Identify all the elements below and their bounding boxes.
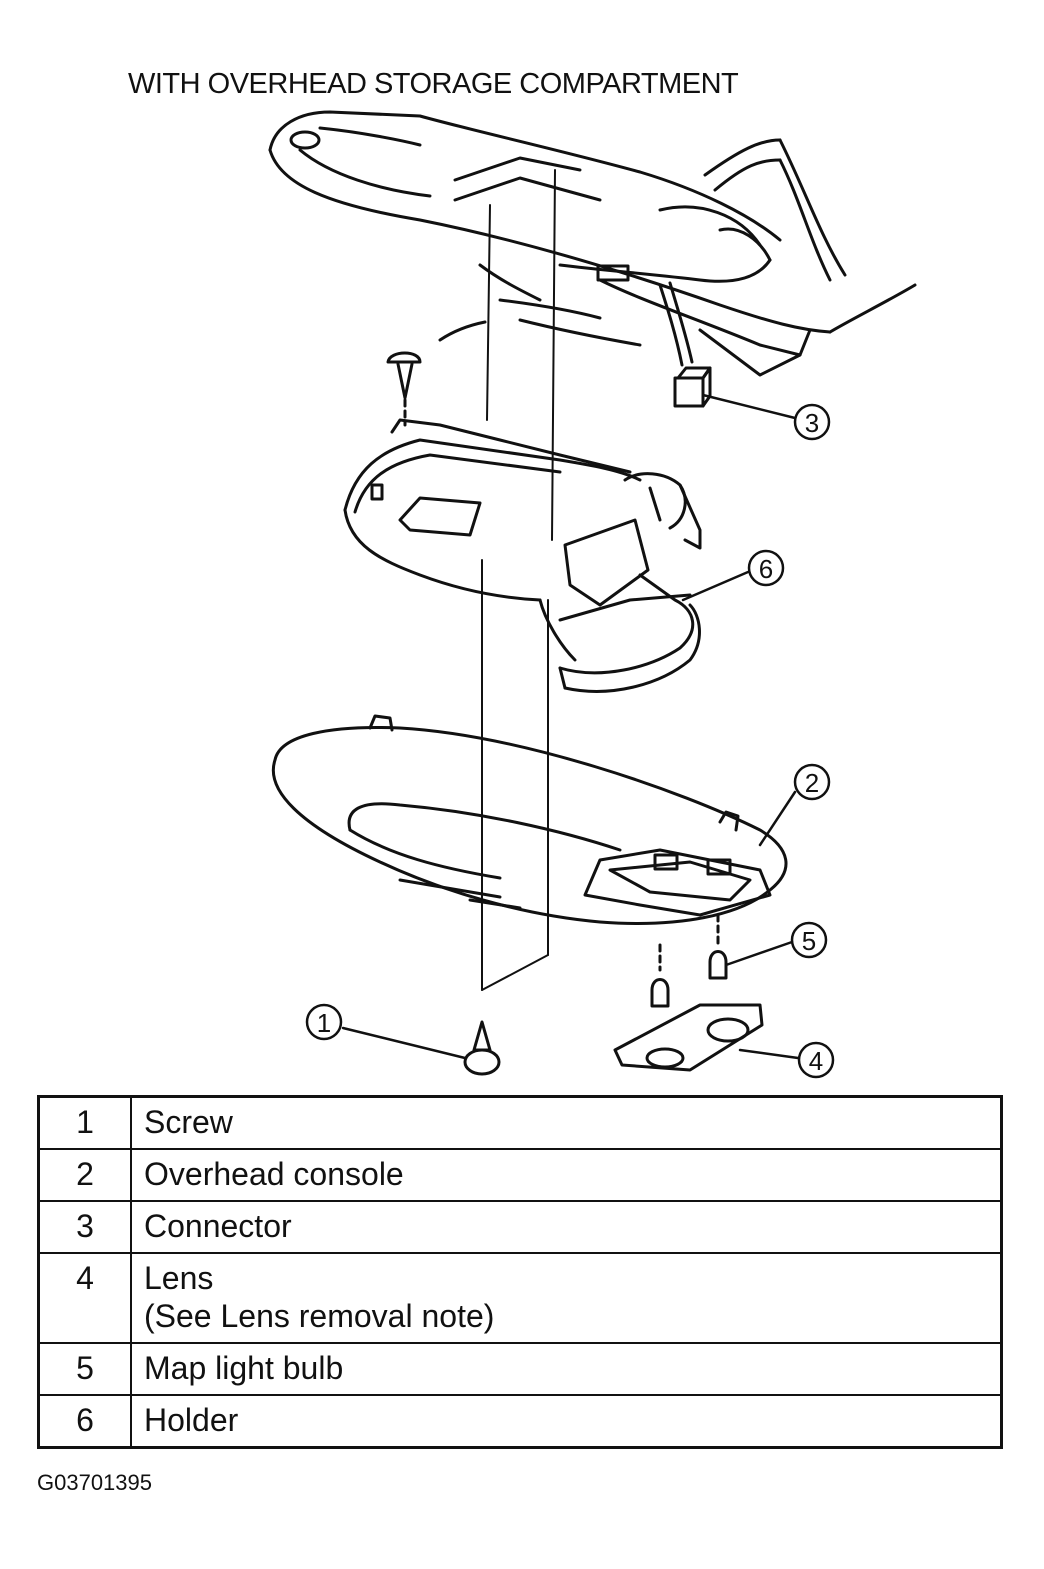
legend-description: Connector bbox=[130, 1200, 1003, 1254]
legend-number: 5 bbox=[37, 1342, 132, 1396]
legend-row: 1 Screw bbox=[37, 1095, 1003, 1150]
connector-part bbox=[673, 366, 712, 408]
storage-compartment-frame bbox=[343, 418, 702, 662]
legend-description: Screw bbox=[130, 1095, 1003, 1150]
callout-1: 1 bbox=[317, 1008, 331, 1038]
legend-description: Holder bbox=[130, 1394, 1003, 1449]
lens-part bbox=[613, 1003, 764, 1072]
callout-5: 5 bbox=[802, 926, 816, 956]
alignment-lines bbox=[481, 169, 556, 991]
legend-number: 1 bbox=[37, 1095, 132, 1150]
legend-number: 2 bbox=[37, 1148, 132, 1202]
legend-number: 6 bbox=[37, 1394, 132, 1449]
legend-number: 3 bbox=[37, 1200, 132, 1254]
legend-description: Lens (See Lens removal note) bbox=[130, 1252, 1003, 1344]
roof-headliner bbox=[268, 110, 917, 377]
exploded-view-drawing: 3 6 2 5 4 1 bbox=[268, 110, 917, 1079]
legend-row: 4 Lens (See Lens removal note) bbox=[37, 1252, 1003, 1344]
map-light-bulb-left bbox=[650, 943, 670, 1008]
callout-2: 2 bbox=[805, 768, 819, 798]
callout-6: 6 bbox=[759, 554, 773, 584]
legend-row: 6 Holder bbox=[37, 1394, 1003, 1449]
legend-description: Overhead console bbox=[130, 1148, 1003, 1202]
holder-part bbox=[558, 573, 701, 693]
overhead-console-part bbox=[271, 714, 788, 925]
callout-3: 3 bbox=[805, 408, 819, 438]
wiring-harness bbox=[658, 281, 694, 367]
callout-circles bbox=[305, 403, 835, 1079]
legend-description: Map light bulb bbox=[130, 1342, 1003, 1396]
map-light-bulb-right bbox=[708, 913, 728, 980]
legend-row: 5 Map light bulb bbox=[37, 1342, 1003, 1396]
callout-4: 4 bbox=[809, 1046, 823, 1076]
legend-table: 1 Screw 2 Overhead console 3 Connector 4… bbox=[37, 1095, 1003, 1449]
legend-row: 3 Connector bbox=[37, 1200, 1003, 1254]
diagram-heading: WITH OVERHEAD STORAGE COMPARTMENT bbox=[128, 68, 739, 100]
figure-code: G03701395 bbox=[37, 1470, 152, 1495]
screw-part bbox=[463, 1020, 501, 1076]
mounting-clip bbox=[386, 351, 422, 427]
legend-body: 1 Screw 2 Overhead console 3 Connector 4… bbox=[37, 1095, 1003, 1449]
leader-lines bbox=[341, 393, 800, 1060]
legend-row: 2 Overhead console bbox=[37, 1148, 1003, 1202]
legend-number: 4 bbox=[37, 1252, 132, 1344]
